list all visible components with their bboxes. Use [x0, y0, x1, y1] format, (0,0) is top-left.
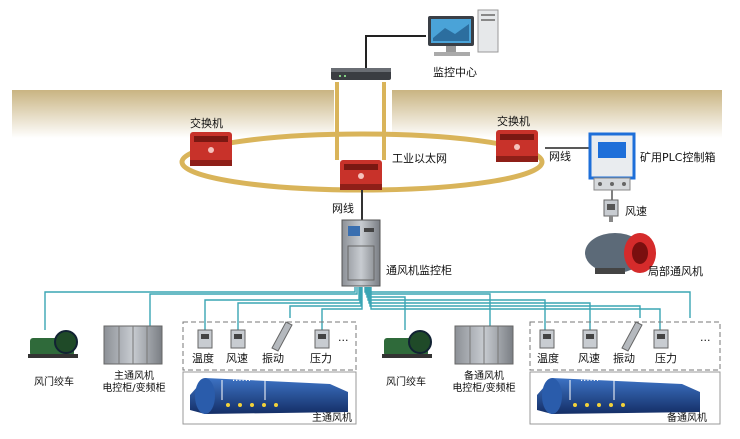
backup-fan-cabinet-label-1: 备通风机	[464, 371, 504, 382]
plc-box-label: 矿用PLC控制箱	[640, 151, 716, 164]
sensor-box-right	[529, 321, 721, 371]
vibration-sensor-icon	[271, 321, 293, 352]
winch-left-icon	[28, 330, 78, 358]
pressure-sensor-icon	[314, 329, 330, 349]
main-fan-frame	[182, 371, 357, 425]
monitor-link	[365, 35, 426, 68]
router-icon	[331, 68, 391, 80]
backup-fan-label: 备通风机	[667, 413, 707, 424]
backup-fan-cabinet-icon	[454, 325, 514, 365]
sensor-ellipsis-right: ···	[700, 334, 711, 347]
winch-right-icon	[382, 330, 432, 358]
monitor-center-label: 监控中心	[433, 66, 477, 79]
sensor-ellipsis-left: ···	[338, 334, 349, 347]
switch-left-icon	[190, 132, 232, 166]
sensor-wind-speed-label: 风速	[578, 352, 600, 365]
ground-band-left	[12, 90, 334, 138]
sensor-pressure-label: 压力	[655, 352, 677, 365]
switch-right-icon	[496, 130, 538, 162]
local-fan-icon	[585, 233, 656, 274]
vibration-sensor-icon	[621, 321, 643, 352]
main-fan-label: 主通风机	[312, 413, 352, 424]
wind-speed-sensor-icon	[230, 329, 246, 349]
sensor-temperature-label: 温度	[537, 352, 559, 365]
pressure-sensor-icon	[653, 329, 669, 349]
main-fan-cabinet-label-1: 主通风机	[114, 371, 154, 382]
main-fan-cabinet-label-2: 电控柜/变频柜	[102, 383, 166, 394]
backup-fan-frame	[529, 371, 721, 425]
ground-band-right	[392, 90, 722, 138]
backup-fan-icon	[537, 378, 700, 414]
sensor-vibration-label: 振动	[262, 352, 284, 365]
control-cabinet-icon	[341, 219, 381, 287]
monitor-computer-icon	[428, 9, 499, 56]
backup-fan-cabinet-label-2: 电控柜/变频柜	[452, 383, 516, 394]
wind-speed-right-label: 风速	[625, 205, 647, 218]
backup-fan-dots: ······	[580, 376, 600, 387]
network-cable-center-label: 网线	[332, 202, 354, 215]
sensor-pressure-label: 压力	[310, 352, 332, 365]
winch-right-label: 风门绞车	[386, 377, 426, 388]
switch-left-label: 交换机	[190, 117, 223, 130]
wind-speed-sensor-icon	[603, 199, 619, 222]
temperature-sensor-icon	[539, 329, 555, 349]
sensor-box-left	[182, 321, 357, 371]
distribution-cables	[44, 287, 691, 330]
main-fan-dots: ······	[232, 376, 252, 387]
winch-left-label: 风门绞车	[34, 377, 74, 388]
control-cabinet-label: 通风机监控柜	[386, 264, 452, 277]
switch-center-icon	[340, 160, 382, 190]
switch-right-label: 交换机	[497, 115, 530, 128]
network-cable-right-label: 网线	[549, 150, 571, 163]
sensor-wind-speed-label: 风速	[226, 352, 248, 365]
main-fan-cabinet-icon	[103, 325, 163, 365]
ethernet-label: 工业以太网	[392, 152, 447, 165]
wind-speed-sensor-icon	[582, 329, 598, 349]
sensor-vibration-label: 振动	[613, 352, 635, 365]
main-fan-icon	[190, 378, 348, 414]
local-fan-label: 局部通风机	[648, 265, 703, 278]
temperature-sensor-icon	[197, 329, 213, 349]
sensor-temperature-label: 温度	[192, 352, 214, 365]
plc-box-icon	[588, 132, 636, 191]
